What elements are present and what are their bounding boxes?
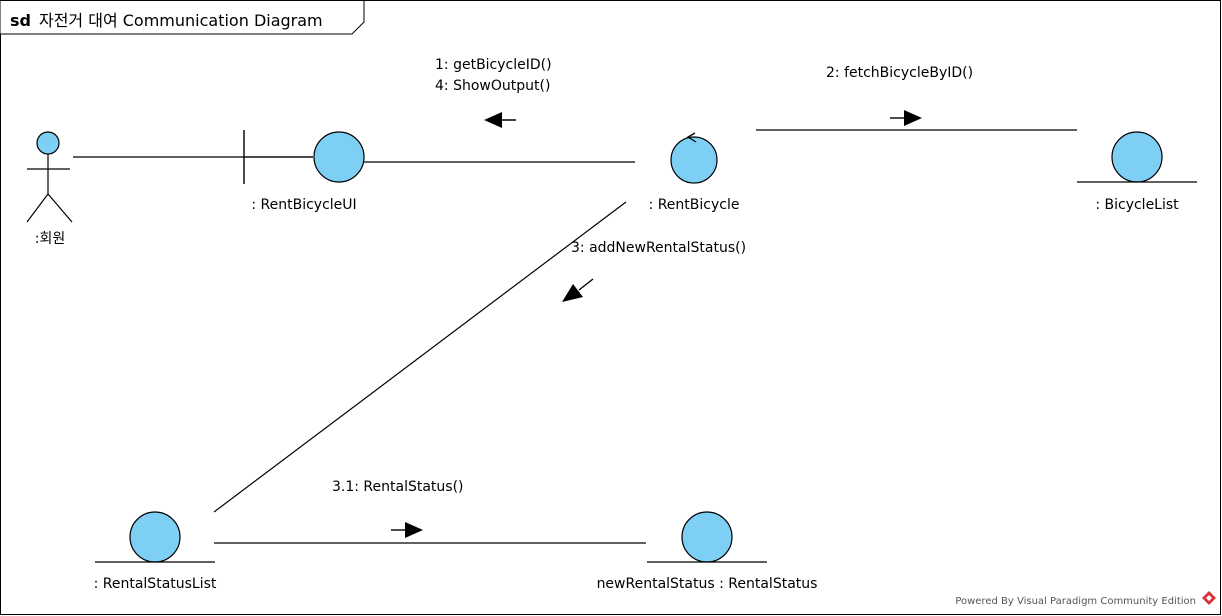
visual-paradigm-logo-icon (1202, 591, 1216, 605)
message-arrow-left (484, 112, 516, 128)
message-label-1: 1: getBicycleID() (435, 57, 552, 73)
message-label-4: 4: ShowOutput() (435, 78, 551, 94)
control-rentbicycle[interactable] (670, 132, 718, 184)
frame-title-text: 자전거 대여 Communication Diagram (38, 11, 323, 30)
message-arrow-right-bottom (391, 522, 423, 538)
message-label-2: 2: fetchBicycleByID() (826, 65, 974, 81)
actor-member[interactable] (26, 131, 73, 223)
link-control-rentalstatuslist[interactable] (213, 201, 627, 513)
frame-tab (0, 0, 365, 35)
rentalstatuslist-label: : RentalStatusList (93, 576, 217, 592)
entity-rentalstatus[interactable] (647, 511, 767, 563)
actor-label: :회원 (34, 231, 66, 247)
rentalstatus-label: newRentalStatus : RentalStatus (596, 576, 818, 592)
control-label: : RentBicycle (648, 197, 740, 213)
bicyclelist-label: : BicycleList (1095, 197, 1179, 213)
message-arrow-right-top (890, 110, 922, 126)
message-arrow-diagonal (562, 278, 594, 302)
frame-keyword: sd (10, 11, 31, 30)
boundary-label: : RentBicycleUI (251, 197, 357, 213)
watermark-text: Powered By Visual Paradigm Community Edi… (955, 596, 1196, 607)
frame-title: sd 자전거 대여 Communication Diagram (10, 7, 323, 31)
message-label-3-1: 3.1: RentalStatus() (332, 479, 464, 495)
message-label-3: 3: addNewRentalStatus() (571, 240, 747, 256)
entity-rentalstatuslist[interactable] (95, 511, 215, 563)
boundary-rentbicycleui[interactable] (243, 130, 365, 184)
entity-bicyclelist[interactable] (1077, 131, 1197, 183)
